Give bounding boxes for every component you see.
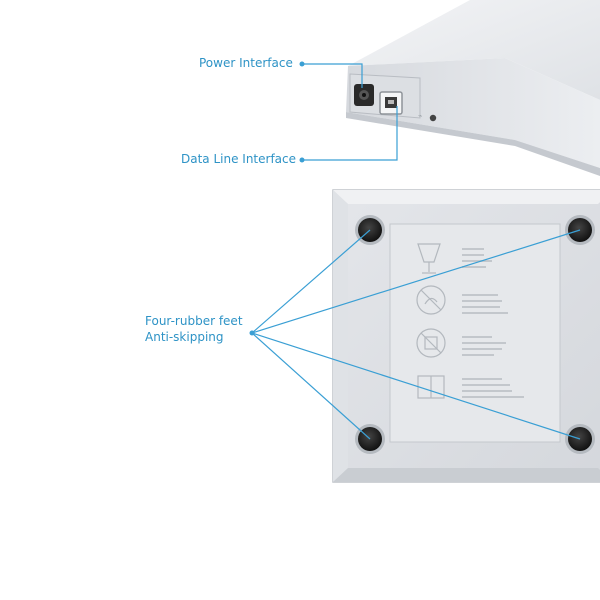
data-callout-line: [302, 106, 398, 161]
no-drop-icon: [416, 328, 446, 358]
rubber-feet-label-line1: Four-rubber feet: [145, 314, 243, 328]
data-line-interface-label: Data Line Interface: [181, 152, 297, 166]
fragile-glass-icon: [417, 243, 441, 274]
power-jack-icon: [354, 84, 374, 106]
underside-bevel-left: [333, 190, 348, 482]
feet-callout-line: [251, 229, 371, 334]
rubber-feet-label: Four-rubber feet Anti-skipping: [145, 313, 243, 345]
feet-callout-line: [251, 332, 371, 440]
no-touch-icon: [416, 285, 446, 315]
power-callout-line: [302, 63, 363, 88]
power-interface-label: Power Interface: [199, 56, 293, 70]
underside-bevel-top: [333, 190, 600, 204]
recessed-label-area: [389, 223, 561, 443]
drive-top-surface: [348, 0, 600, 100]
rubber-feet-label-line2: Anti-skipping: [145, 330, 224, 344]
label-text-lines-4: [462, 378, 524, 398]
callout-dot: [299, 157, 305, 163]
eject-pinhole-icon: [429, 114, 437, 122]
underside-bevel-bottom: [333, 468, 600, 482]
callout-dots: [249, 61, 305, 336]
label-text-lines-2: [462, 294, 508, 314]
callout-dot: [249, 330, 255, 336]
label-text-lines-1: [462, 248, 492, 268]
feet-callout-line: [251, 229, 581, 334]
drive-bottom-edge: [346, 112, 600, 176]
drive-rear-view: ⌁: [346, 0, 600, 176]
label-text-lines-3: [462, 336, 506, 356]
data-port-icon: [379, 91, 403, 115]
callout-lines: [251, 63, 581, 440]
feet-callout-line: [251, 332, 581, 440]
svg-text:⌁: ⌁: [418, 112, 422, 120]
callout-dot: [299, 61, 305, 67]
drive-underside: [332, 189, 600, 483]
